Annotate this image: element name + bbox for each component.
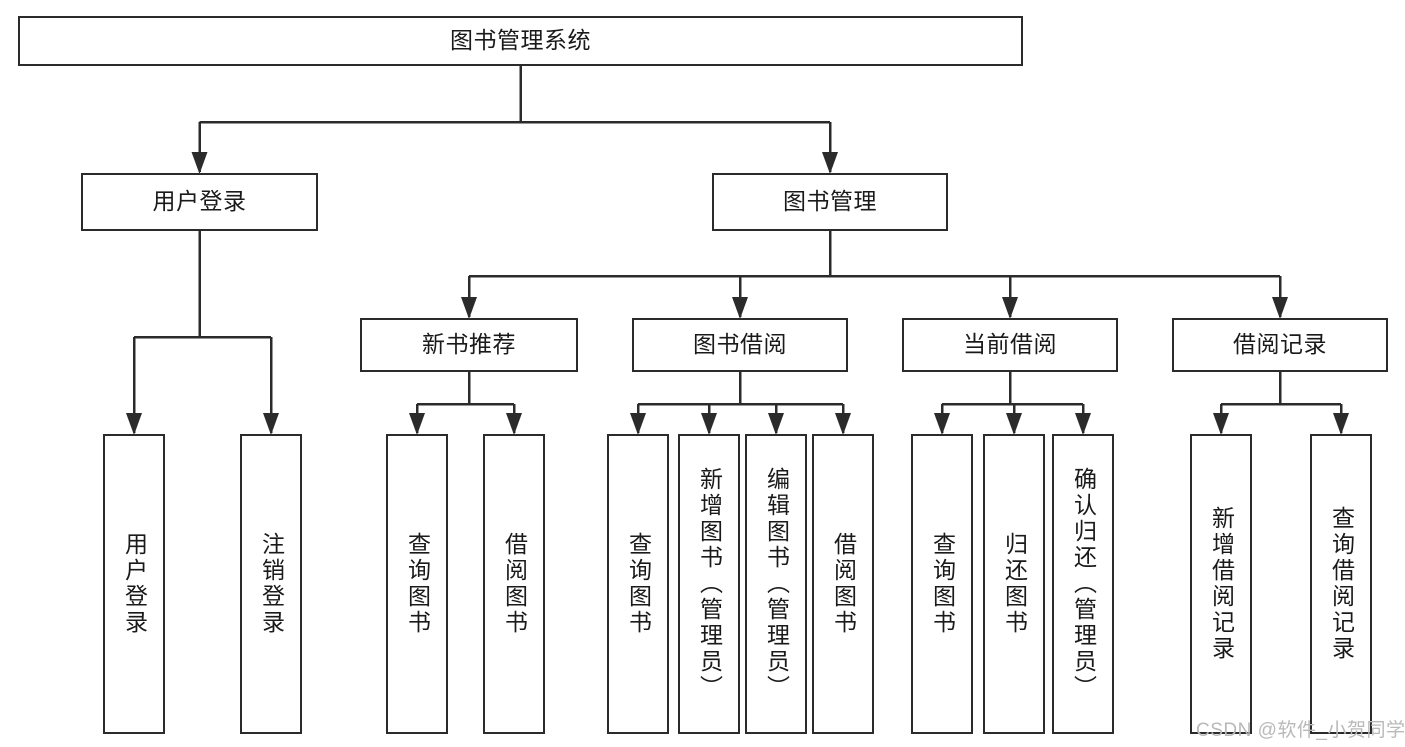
node-leaf-4[interactable]: 借阅图书 <box>483 434 545 734</box>
node-label: 注销登录 <box>258 532 285 636</box>
node-leaf-12[interactable]: 新增借阅记录 <box>1190 434 1252 734</box>
node-borrow[interactable]: 图书借阅 <box>632 318 848 372</box>
node-leaf-1[interactable]: 用户登录 <box>103 434 165 734</box>
node-label: 新书推荐 <box>422 331 516 358</box>
node-label: 当前借阅 <box>963 331 1057 358</box>
node-label: 用户登录 <box>152 188 247 215</box>
node-leaf-10[interactable]: 归还图书 <box>983 434 1045 734</box>
node-current[interactable]: 当前借阅 <box>902 318 1118 372</box>
node-leaf-8[interactable]: 借阅图书 <box>812 434 874 734</box>
node-label: 借阅记录 <box>1233 331 1327 358</box>
node-login[interactable]: 用户登录 <box>81 173 318 231</box>
node-label: 查询图书 <box>625 532 652 636</box>
node-label: 图书管理 <box>783 188 877 215</box>
node-leaf-13[interactable]: 查询借阅记录 <box>1310 434 1372 734</box>
node-label: 归还图书 <box>1001 532 1028 636</box>
node-label: 新增借阅记录 <box>1208 506 1235 662</box>
node-leaf-6[interactable]: 新增图书（管理员） <box>678 434 740 734</box>
node-leaf-7[interactable]: 编辑图书（管理员） <box>745 434 807 734</box>
node-root[interactable]: 图书管理系统 <box>18 16 1023 66</box>
node-label: 编辑图书（管理员） <box>763 467 790 701</box>
node-label: 图书管理系统 <box>450 27 591 54</box>
node-label: 查询图书 <box>404 532 431 636</box>
node-label: 查询图书 <box>929 532 956 636</box>
node-bookmgmt[interactable]: 图书管理 <box>712 173 948 231</box>
node-label: 借阅图书 <box>830 532 857 636</box>
node-label: 新增图书（管理员） <box>696 467 723 701</box>
node-records[interactable]: 借阅记录 <box>1172 318 1388 372</box>
node-label: 确认归还（管理员） <box>1070 467 1097 701</box>
node-leaf-11[interactable]: 确认归还（管理员） <box>1052 434 1114 734</box>
node-leaf-2[interactable]: 注销登录 <box>240 434 302 734</box>
node-leaf-3[interactable]: 查询图书 <box>386 434 448 734</box>
node-newbook[interactable]: 新书推荐 <box>360 318 578 372</box>
node-leaf-5[interactable]: 查询图书 <box>607 434 669 734</box>
node-label: 借阅图书 <box>501 532 528 636</box>
node-label: 用户登录 <box>121 532 148 636</box>
node-leaf-9[interactable]: 查询图书 <box>911 434 973 734</box>
node-label: 图书借阅 <box>693 331 787 358</box>
node-label: 查询借阅记录 <box>1328 506 1355 662</box>
